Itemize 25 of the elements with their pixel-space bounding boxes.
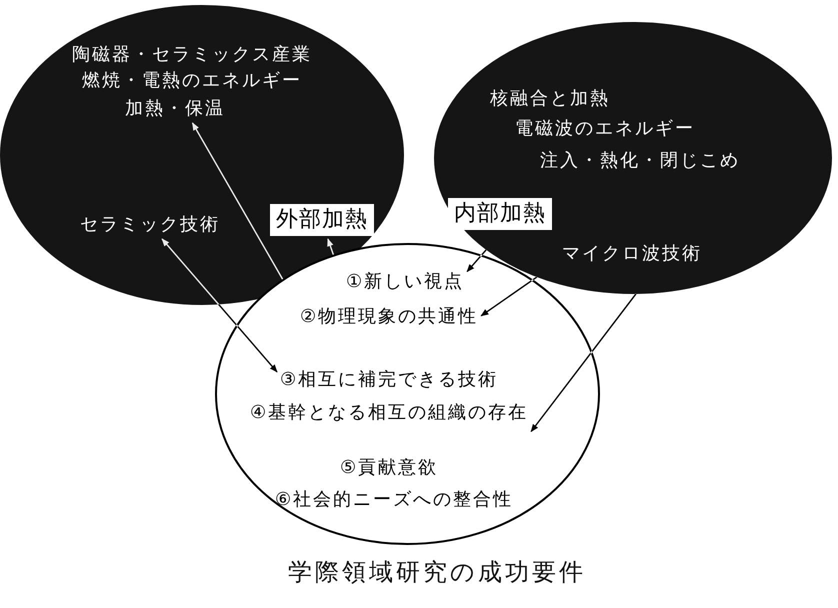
arrow xyxy=(466,249,487,272)
arrow xyxy=(162,238,278,372)
heating-label: 内部加熱 xyxy=(448,198,552,230)
ellipse-text: 加熱・保温 xyxy=(125,98,225,120)
arrow xyxy=(327,238,334,255)
requirement-text: ④基幹となる相互の組織の存在 xyxy=(250,402,528,424)
arrow xyxy=(192,122,284,280)
ellipse xyxy=(0,5,404,305)
requirement-text: ③相互に補完できる技術 xyxy=(280,369,498,391)
ellipse-text: 注入・熱化・閉じこめ xyxy=(540,150,740,172)
ellipse-text: マイクロ波技術 xyxy=(562,243,702,265)
heating-label: 外部加熱 xyxy=(270,204,374,236)
ellipse-text: 燃焼・電熱のエネルギー xyxy=(82,70,302,92)
requirement-text: ⑥社会的ニーズへの整合性 xyxy=(275,489,514,511)
requirement-text: ⑤貢献意欲 xyxy=(340,457,438,479)
arrow xyxy=(530,294,636,432)
caption: 学際領域研究の成功要件 xyxy=(288,557,586,588)
ellipse-text: 核融合と加熱 xyxy=(490,88,610,110)
ellipse xyxy=(215,243,600,545)
requirement-text: ①新しい視点 xyxy=(346,271,464,293)
requirement-text: ②物理現象の共通性 xyxy=(300,306,478,328)
arrow xyxy=(480,276,538,316)
ellipse-text: セラミック技術 xyxy=(80,214,220,236)
ellipse-text: 陶磁器・セラミックス産業 xyxy=(72,44,312,66)
ellipse-text: 電磁波のエネルギー xyxy=(515,118,695,140)
